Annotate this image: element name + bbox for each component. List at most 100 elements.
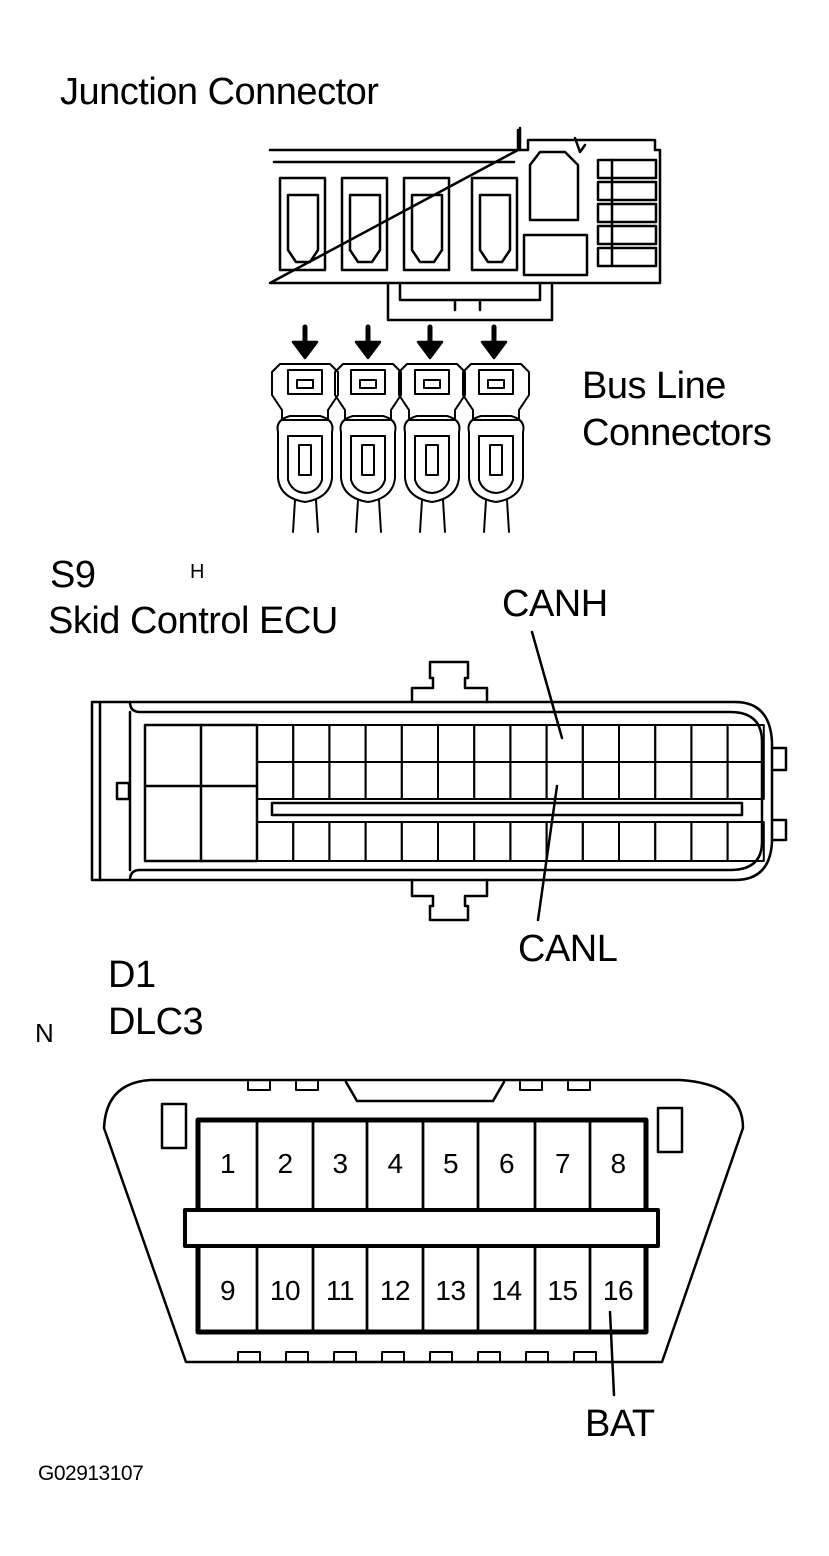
ecu-pin-cavity bbox=[437, 761, 476, 800]
ecu-pin-cavity bbox=[690, 761, 729, 800]
ecu-pin-cavity bbox=[328, 724, 367, 763]
dlc3-pin-number: 4 bbox=[387, 1148, 403, 1179]
ecu-pin-cavity bbox=[256, 761, 295, 800]
skid-control-ecu-label: Skid Control ECU bbox=[48, 600, 338, 642]
ecu-pin-cavity bbox=[581, 724, 620, 763]
dlc3-pin-number: 11 bbox=[325, 1275, 355, 1306]
dlc3-pin-number: 12 bbox=[379, 1275, 411, 1306]
bat-label: BAT bbox=[585, 1403, 655, 1445]
dlc3-top-teeth bbox=[247, 1081, 591, 1091]
ecu-pin-cavity bbox=[292, 761, 331, 800]
dlc3-pin-number: 10 bbox=[269, 1275, 301, 1306]
dlc3-pin-number: 6 bbox=[498, 1148, 515, 1179]
h-mark-label: H bbox=[190, 561, 204, 583]
ecu-pin-cavity bbox=[364, 761, 403, 800]
dlc3-pin-number: 13 bbox=[435, 1275, 466, 1306]
ecu-connector-housing bbox=[90, 700, 774, 882]
s9-code-label: S9 bbox=[50, 554, 96, 596]
junction-cavity bbox=[470, 176, 519, 272]
ecu-pin-cavity bbox=[328, 821, 367, 862]
d1-code-label: D1 bbox=[108, 954, 156, 996]
ecu-pin-cavity bbox=[437, 821, 476, 862]
ecu-pin-cavity bbox=[690, 821, 729, 862]
ecu-pin-cavity bbox=[618, 761, 657, 800]
dlc3-pin-number: 9 bbox=[219, 1275, 236, 1306]
ecu-pin-cavity bbox=[473, 724, 512, 763]
n-mark-label: N bbox=[35, 1018, 54, 1048]
ecu-pin-cavity bbox=[581, 821, 620, 862]
dlc3-separator bbox=[183, 1208, 660, 1248]
ecu-pin-cavity bbox=[364, 724, 403, 763]
ecu-pin-cavity bbox=[473, 821, 512, 862]
ecu-pin-cavity bbox=[545, 761, 584, 800]
canh-label: CANH bbox=[502, 583, 608, 625]
ecu-pin-cavity bbox=[726, 724, 765, 763]
canl-leader-line bbox=[536, 784, 559, 922]
bus-line-connectors bbox=[271, 363, 530, 533]
junction-cavity bbox=[402, 176, 451, 272]
junction-cavity bbox=[278, 176, 327, 272]
ecu-pin-cavity bbox=[400, 724, 439, 763]
ecu-pin-cavity bbox=[400, 821, 439, 862]
ecu-pin-cavity bbox=[400, 761, 439, 800]
ecu-pin-cavity bbox=[364, 821, 403, 862]
ecu-pin-grid bbox=[256, 724, 765, 862]
ecu-pin-cavity bbox=[292, 821, 331, 862]
bus-line-label-line2: Connectors bbox=[582, 412, 772, 454]
ecu-pin-cavity bbox=[726, 761, 765, 800]
ecu-pin-cavity bbox=[473, 761, 512, 800]
dlc3-pin-number: 2 bbox=[277, 1148, 293, 1179]
dlc3-pin-number: 8 bbox=[610, 1148, 626, 1179]
junction-cavity bbox=[340, 176, 389, 272]
ecu-pin-cavity bbox=[618, 821, 657, 862]
ecu-pin-cavity bbox=[292, 724, 331, 763]
bus-line-connector bbox=[398, 363, 466, 533]
bus-line-connector bbox=[334, 363, 402, 533]
ecu-pin-cavity bbox=[654, 821, 693, 862]
dlc3-pin-number: 5 bbox=[442, 1148, 459, 1179]
bus-line-connector bbox=[271, 363, 339, 533]
ecu-pin-cavity bbox=[545, 724, 584, 763]
ecu-pin-cavity bbox=[581, 761, 620, 800]
dlc3-connector-drawing bbox=[102, 1078, 745, 1364]
insertion-arrows bbox=[291, 324, 508, 360]
canh-leader-line bbox=[530, 630, 564, 740]
skid-control-ecu-connector-drawing bbox=[90, 660, 788, 922]
down-arrow-icon bbox=[416, 324, 444, 360]
bus-line-connector bbox=[462, 363, 530, 533]
ecu-center-slot bbox=[270, 801, 744, 817]
dlc3-pin-number: 7 bbox=[554, 1148, 571, 1179]
figure-id-label: G02913107 bbox=[38, 1462, 144, 1485]
ecu-pin-cavity bbox=[509, 761, 548, 800]
dlc3-pin-cell bbox=[588, 1244, 648, 1334]
dlc3-label: DLC3 bbox=[108, 1001, 204, 1043]
junction-connector-label: Junction Connector bbox=[60, 71, 379, 113]
down-arrow-icon bbox=[480, 324, 508, 360]
ecu-pin-cavity bbox=[509, 724, 548, 763]
ecu-pin-cavity bbox=[726, 821, 765, 862]
dlc3-pin-number: 15 bbox=[547, 1275, 578, 1306]
junction-connector-drawing bbox=[268, 126, 662, 322]
junction-connector-housing bbox=[268, 128, 662, 285]
dlc3-bottom-teeth bbox=[237, 1351, 597, 1363]
dlc3-pin-number: 1 bbox=[219, 1148, 236, 1179]
dlc3-pin-number: 16 bbox=[602, 1275, 634, 1306]
ecu-pin-cavity bbox=[654, 724, 693, 763]
dlc3-pin-cells bbox=[196, 1118, 648, 1334]
ecu-pin-cavity bbox=[256, 821, 295, 862]
canl-label: CANL bbox=[518, 928, 618, 970]
ecu-pin-cavity bbox=[690, 724, 729, 763]
dlc3-pin-cell bbox=[588, 1118, 648, 1212]
down-arrow-icon bbox=[291, 324, 319, 360]
down-arrow-icon bbox=[354, 324, 382, 360]
bat-leader-line bbox=[608, 1310, 616, 1397]
ecu-pin-cavity bbox=[256, 724, 295, 763]
bus-line-label-line1: Bus Line bbox=[582, 365, 726, 407]
dlc3-pin-number: 3 bbox=[332, 1148, 348, 1179]
dlc3-pin-number: 14 bbox=[491, 1275, 522, 1306]
ecu-pin-cavity bbox=[328, 761, 367, 800]
ecu-pin-cavity bbox=[618, 724, 657, 763]
ecu-pin-cavity bbox=[654, 761, 693, 800]
ecu-pin-cavity bbox=[509, 821, 548, 862]
